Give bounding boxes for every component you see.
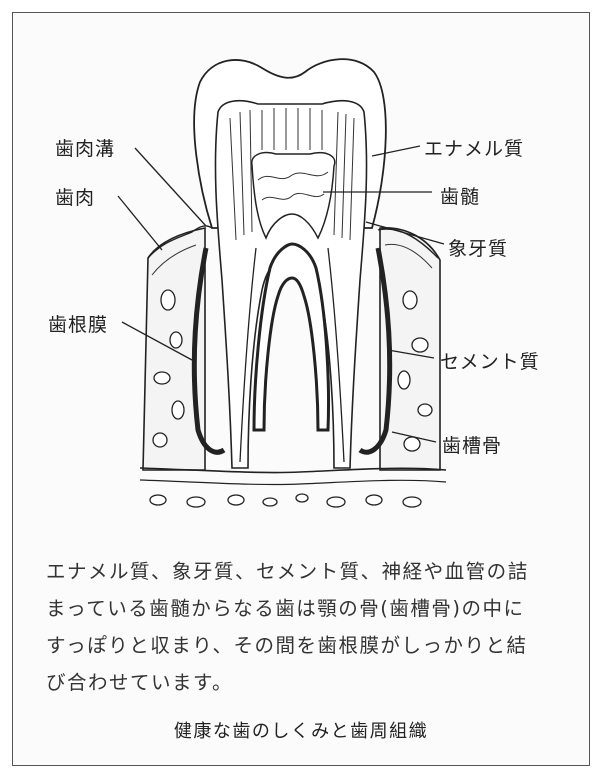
caption-line: すっぽりと収まり、その間を歯根膜がしっかりと結 bbox=[46, 627, 570, 664]
figure-title: 健康な歯のしくみと歯周組織 bbox=[0, 717, 602, 743]
caption-line: エナメル質、象牙質、セメント質、神経や血管の詰 bbox=[46, 553, 570, 590]
label-dentin: 象牙質 bbox=[448, 234, 508, 261]
caption-text: エナメル質、象牙質、セメント質、神経や血管の詰 まっている歯髄からなる歯は顎の骨… bbox=[46, 553, 570, 701]
label-gingival-sulcus: 歯肉溝 bbox=[55, 134, 115, 161]
label-enamel: エナメル質 bbox=[424, 134, 524, 161]
caption-line: まっている歯髄からなる歯は顎の骨(歯槽骨)の中に bbox=[46, 590, 570, 627]
label-alveolar-bone: 歯槽骨 bbox=[442, 431, 502, 458]
label-pulp: 歯髄 bbox=[440, 182, 480, 209]
label-gum: 歯肉 bbox=[55, 183, 95, 210]
caption-line: び合わせています。 bbox=[46, 664, 570, 701]
label-periodontal-ligament: 歯根膜 bbox=[48, 310, 108, 337]
label-cementum: セメント質 bbox=[440, 347, 540, 374]
